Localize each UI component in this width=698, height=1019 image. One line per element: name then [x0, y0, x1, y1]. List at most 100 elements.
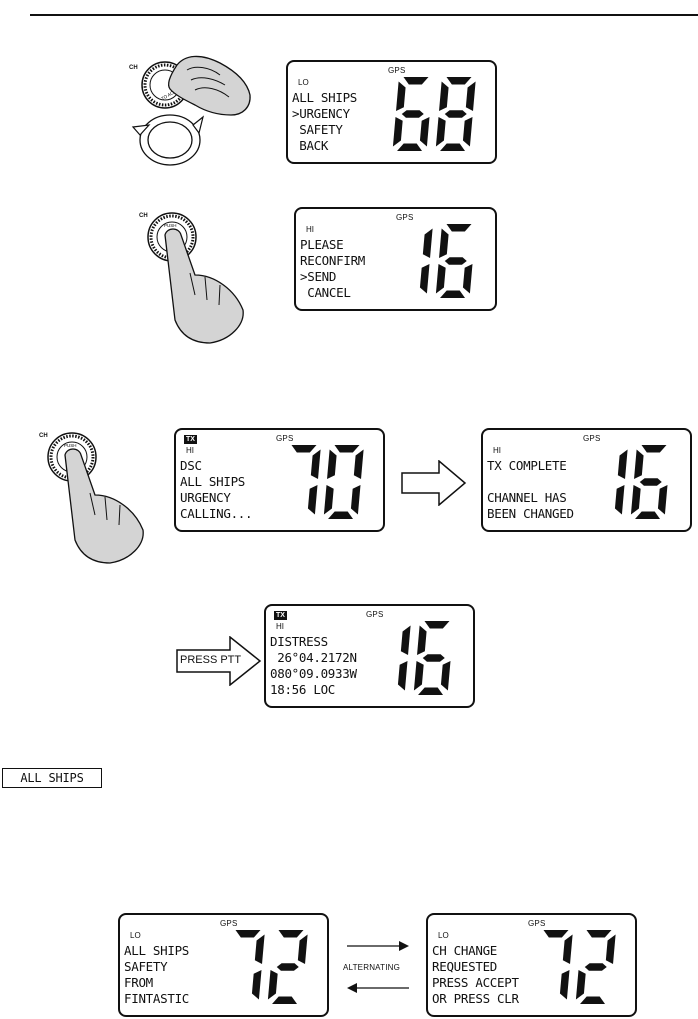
digit-segment: [605, 934, 616, 964]
ch-label: CH: [139, 213, 148, 219]
digit-segment: [418, 687, 444, 695]
display-line: PRESS ACCEPT: [432, 975, 519, 990]
display-line: URGENCY: [180, 490, 231, 505]
display-line: OR PRESS CLR: [432, 991, 519, 1006]
display-line: >SEND: [300, 269, 337, 284]
seven-segment-digit: [291, 445, 321, 515]
digit-segment: [310, 449, 321, 479]
display-line: [487, 474, 574, 490]
power-level-indicator: HI: [186, 446, 194, 455]
gps-indicator: GPS: [528, 919, 546, 928]
seven-segment-digit: [630, 445, 668, 519]
digit-segment: [440, 661, 451, 691]
digit-segment: [440, 290, 466, 298]
display-line: DSC: [180, 458, 202, 473]
gps-indicator: GPS: [276, 434, 294, 443]
digit-segment: [562, 934, 573, 964]
seven-segment-digit: [543, 930, 573, 1000]
digit-segment: [444, 110, 467, 118]
display-line: CANCEL: [300, 285, 351, 300]
digit-segment: [413, 661, 424, 691]
rotary-knob-step1[interactable]: CH TO ACCEPT: [125, 55, 255, 170]
press-ptt-label: PRESS PTT: [180, 654, 242, 666]
power-level-indicator: HI: [493, 446, 501, 455]
digit-segment: [446, 77, 472, 85]
digit-segment: [278, 930, 304, 938]
digit-segment: [639, 478, 662, 486]
digit-segment: [392, 117, 403, 147]
seven-segment-digit: [235, 930, 265, 1000]
display-line: CALLING...: [180, 506, 253, 521]
digit-segment: [635, 511, 661, 519]
channel-number-display: [543, 930, 616, 1004]
display-line: TX COMPLETE: [487, 458, 567, 473]
seven-segment-digit: [413, 621, 451, 695]
digit-segment: [634, 449, 644, 479]
power-level-indicator: HI: [306, 225, 314, 234]
display-line: SAFETY: [292, 122, 343, 137]
digit-segment: [584, 963, 607, 971]
tx-indicator: TX: [184, 435, 197, 444]
digit-segment: [334, 445, 360, 453]
digit-segment: [276, 963, 299, 971]
digit-segment: [439, 228, 449, 258]
digit-segment: [419, 264, 430, 294]
digit-segment: [297, 934, 308, 964]
digit-segment: [254, 934, 265, 964]
digit-segment: [401, 110, 424, 118]
svg-text:PUSH: PUSH: [164, 223, 177, 228]
channel-number-display: [614, 445, 668, 519]
digit-segment: [580, 996, 606, 1004]
display-line: ALL SHIPS: [180, 474, 246, 489]
seven-segment-digit: [397, 625, 411, 691]
digit-segment: [327, 449, 337, 479]
digit-segment: [641, 445, 667, 453]
digit-segment: [657, 485, 668, 515]
digit-segment: [435, 264, 446, 294]
digit-segment: [235, 930, 261, 938]
digit-segment: [272, 996, 298, 1004]
knob-push-icon: PUSH: [147, 212, 244, 344]
channel-number-display: [291, 445, 364, 519]
display-line: RECONFIRM: [300, 253, 366, 268]
display-line: CH CHANGE: [432, 943, 498, 958]
digit-segment: [400, 625, 411, 655]
all-ships-key: ALL SHIPS: [2, 768, 102, 788]
digit-segment: [350, 485, 361, 515]
display-line: PLEASE: [300, 237, 344, 252]
top-rule: [30, 14, 698, 16]
push-knob-step3[interactable]: CH PUSH: [35, 425, 150, 565]
display-line: FINTASTIC: [124, 991, 190, 1006]
alternating-arrows-icon: [347, 941, 409, 993]
digit-segment: [440, 143, 466, 151]
display-line: FROM: [124, 975, 153, 990]
power-level-indicator: LO: [438, 931, 449, 940]
digit-segment: [396, 81, 406, 111]
power-level-indicator: LO: [130, 931, 141, 940]
digit-segment: [444, 257, 467, 265]
digit-segment: [462, 264, 473, 294]
knob-rotate-icon: TO ACCEPT: [131, 55, 251, 166]
digit-segment: [614, 485, 625, 515]
digit-segment: [251, 970, 262, 1000]
display-line: BACK: [292, 138, 329, 153]
channel-number-display: [419, 224, 473, 298]
push-knob-step2[interactable]: CH PUSH: [135, 205, 250, 345]
digit-segment: [328, 511, 354, 519]
display-line: ALL SHIPS: [292, 90, 358, 105]
digit-segment: [353, 449, 364, 479]
digit-segment: [397, 661, 408, 691]
digit-segment: [307, 485, 318, 515]
display-line: CHANNEL HAS: [487, 490, 567, 505]
gps-indicator: GPS: [220, 919, 238, 928]
press-ptt-arrow-icon: [176, 636, 262, 686]
seven-segment-digit: [419, 228, 433, 294]
power-level-indicator: LO: [298, 78, 309, 87]
display-line: REQUESTED: [432, 959, 498, 974]
